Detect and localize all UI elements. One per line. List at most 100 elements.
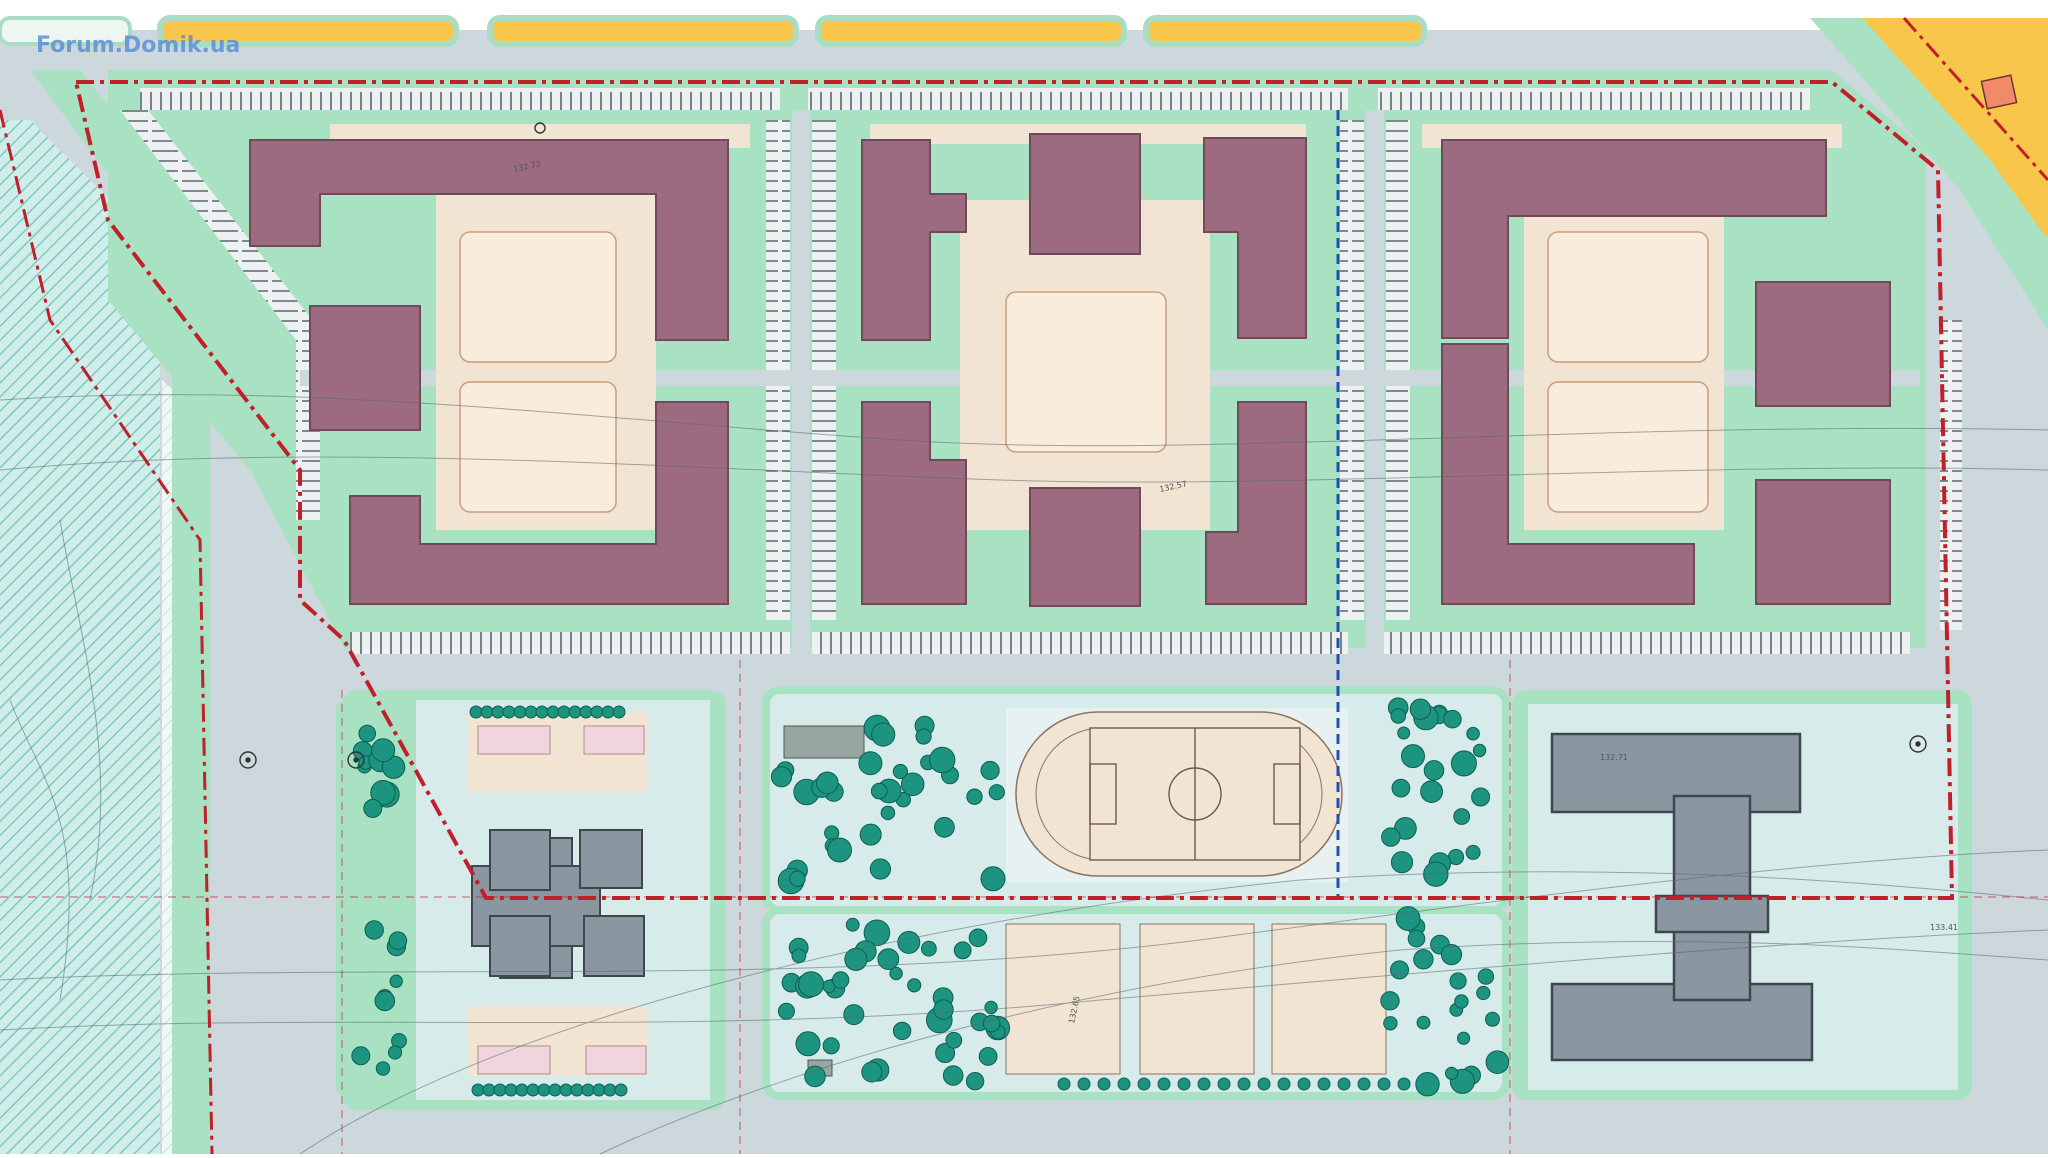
tree-icon xyxy=(1466,726,1480,741)
contour-lines xyxy=(0,394,2048,1155)
tree-icon xyxy=(515,1083,529,1097)
tree-icon xyxy=(559,1083,573,1097)
tree-icon xyxy=(1337,1077,1351,1091)
tree-icon xyxy=(1381,827,1401,847)
tree-icon xyxy=(770,766,793,788)
tree-icon xyxy=(1423,760,1445,781)
tree-icon xyxy=(1357,1077,1371,1091)
tree-icon xyxy=(982,1014,1001,1033)
tree-icon xyxy=(1117,1077,1131,1091)
tree-group xyxy=(351,697,1510,1097)
tree-icon xyxy=(832,971,850,989)
tree-icon xyxy=(363,798,383,818)
tree-icon xyxy=(493,1083,507,1097)
tree-icon xyxy=(1415,1072,1440,1097)
adjacent-plots-top xyxy=(0,14,2048,47)
tree-icon xyxy=(1137,1077,1151,1091)
tree-icon xyxy=(546,705,560,719)
tree-icon xyxy=(469,705,483,719)
tree-icon xyxy=(1413,949,1434,970)
tree-icon xyxy=(491,705,505,719)
tree-icon xyxy=(351,1046,371,1066)
tree-icon xyxy=(568,705,582,719)
tree-icon xyxy=(822,1037,840,1055)
tree-icon xyxy=(614,1083,628,1097)
tree-icon xyxy=(1471,787,1491,807)
tree-icon xyxy=(471,1083,485,1097)
tree-icon xyxy=(358,724,377,743)
tree-icon xyxy=(1197,1077,1211,1091)
residential-buildings-block-3 xyxy=(1441,139,1891,605)
tree-icon xyxy=(827,837,852,863)
tree-icon xyxy=(601,705,615,719)
parking-bottom-2 xyxy=(812,632,1348,654)
tree-icon xyxy=(1097,1077,1111,1091)
tree-icon xyxy=(1390,851,1414,874)
tree-icon xyxy=(880,805,896,821)
tree-icon xyxy=(364,920,384,940)
tree-icon xyxy=(1476,985,1491,1001)
tree-icon xyxy=(1465,844,1481,860)
tree-icon xyxy=(869,858,892,880)
tree-icon xyxy=(795,1031,821,1057)
tree-icon xyxy=(929,746,956,774)
tree-icon xyxy=(1401,744,1425,769)
tree-icon xyxy=(877,948,900,970)
tree-icon xyxy=(789,870,806,887)
tree-icon xyxy=(371,738,396,763)
tree-icon xyxy=(1449,972,1467,990)
tree-icon xyxy=(375,1061,391,1076)
boundary-right xyxy=(1902,17,2048,181)
adjacent-plot-right xyxy=(1810,18,2048,330)
tree-icon xyxy=(548,1083,562,1097)
elevation-label: 133.41 xyxy=(1930,923,1958,932)
tree-icon xyxy=(988,784,1005,801)
tree-icon xyxy=(953,941,972,960)
tree-icon xyxy=(1057,1077,1071,1091)
tree-icon xyxy=(570,1083,584,1097)
boundary-left xyxy=(0,109,214,1155)
tree-icon xyxy=(590,705,604,719)
tree-icon xyxy=(907,978,922,993)
tree-icon xyxy=(1297,1077,1311,1091)
tree-icon xyxy=(892,1021,912,1041)
tree-icon xyxy=(1485,1050,1510,1074)
residential-buildings-block-2 xyxy=(861,133,1307,607)
tree-icon xyxy=(1397,726,1411,740)
tree-icon xyxy=(1177,1077,1191,1091)
tree-icon xyxy=(480,705,494,719)
tree-icon xyxy=(1395,906,1421,931)
tree-icon xyxy=(900,772,925,797)
tree-icon xyxy=(1440,944,1463,966)
tree-icon xyxy=(861,1061,883,1083)
tree-icon xyxy=(980,866,1006,892)
tree-icon xyxy=(370,780,396,806)
residential-buildings-block-1 xyxy=(249,139,729,605)
tree-icon xyxy=(1457,1031,1471,1045)
tree-icon xyxy=(603,1083,617,1097)
elevation-label: 132.71 xyxy=(1600,753,1628,762)
tree-icon xyxy=(1445,1066,1459,1080)
tree-icon xyxy=(1390,960,1409,980)
tree-icon xyxy=(798,971,825,998)
parking-top-2 xyxy=(808,88,1348,110)
tree-icon xyxy=(524,705,538,719)
tree-icon xyxy=(1416,1015,1431,1030)
tree-icon xyxy=(1077,1077,1091,1091)
tree-icon xyxy=(1157,1077,1171,1091)
tree-icon xyxy=(1453,808,1471,825)
tree-icon xyxy=(777,1002,795,1020)
tree-icon xyxy=(526,1083,540,1097)
tree-icon xyxy=(1443,709,1462,729)
tree-icon xyxy=(374,990,396,1012)
tree-icon xyxy=(592,1083,606,1097)
tree-icon xyxy=(535,705,549,719)
tree-icon xyxy=(844,947,868,972)
site-boundary xyxy=(74,80,1955,900)
tree-icon xyxy=(791,948,807,964)
hatched-zone xyxy=(0,120,160,1154)
tree-icon xyxy=(1477,968,1495,985)
tree-icon xyxy=(388,931,408,951)
tree-icon xyxy=(1485,1011,1500,1027)
